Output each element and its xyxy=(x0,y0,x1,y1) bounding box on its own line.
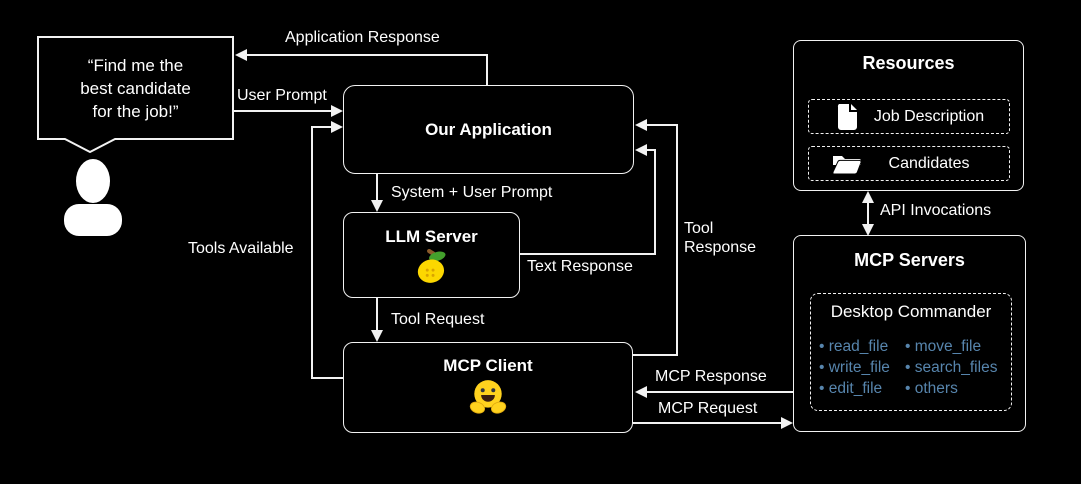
llm-server-title: LLM Server xyxy=(385,227,478,246)
arrowhead-tools-available xyxy=(331,121,343,133)
node-mcp-servers: MCP Servers Desktop Commander read_file … xyxy=(793,235,1026,432)
tool-item-read-file: read_file xyxy=(819,336,890,357)
resources-title: Resources xyxy=(862,53,955,73)
edge-tools-available-bottom xyxy=(311,377,343,379)
desktop-commander-title: Desktop Commander xyxy=(830,302,992,321)
arrowhead-mcp-request xyxy=(781,417,793,429)
edge-tool-response-h1 xyxy=(633,354,678,356)
edge-text-response-h2 xyxy=(646,149,656,151)
label-api-invocations: API Invocations xyxy=(880,202,992,219)
speech-bubble-text: “Find me the best candidate for the job!… xyxy=(80,55,191,121)
mcp-client-title: MCP Client xyxy=(443,356,533,375)
label-mcp-response: MCP Response xyxy=(655,368,767,385)
edge-text-response-vertical xyxy=(654,149,656,255)
open-folder-icon xyxy=(831,151,863,176)
label-mcp-request: MCP Request xyxy=(658,400,758,417)
resource-item-job-description: Job Description xyxy=(808,99,1010,134)
arrowhead-user-prompt xyxy=(331,105,343,117)
tool-item-write-file: write_file xyxy=(819,357,890,378)
arrowhead-api-invocations-up xyxy=(862,191,874,203)
arrowhead-application-response xyxy=(235,49,247,61)
edge-api-invocations xyxy=(867,200,869,227)
label-tools-available: Tools Available xyxy=(188,240,294,257)
edge-application-response-vertical xyxy=(486,54,488,86)
edge-text-response-h1 xyxy=(520,253,656,255)
arrowhead-mcp-response xyxy=(635,386,647,398)
edge-tool-response-h2 xyxy=(646,124,678,126)
edge-tool-request xyxy=(376,298,378,330)
node-mcp-client: MCP Client xyxy=(343,342,633,433)
tool-list-column-1: read_file write_file edit_file xyxy=(819,336,890,399)
edge-user-prompt xyxy=(234,110,332,112)
edge-application-response-horizontal xyxy=(246,54,488,56)
our-application-title: Our Application xyxy=(425,119,552,139)
edge-system-user-prompt xyxy=(376,174,378,202)
edge-mcp-request xyxy=(633,422,782,424)
label-user-prompt: User Prompt xyxy=(237,87,327,104)
node-our-application: Our Application xyxy=(343,85,634,174)
label-tool-request: Tool Request xyxy=(391,311,485,328)
edge-tool-response-vertical xyxy=(676,124,678,356)
node-llm-server: LLM Server xyxy=(343,212,520,298)
speech-bubble: “Find me the best candidate for the job!… xyxy=(37,36,234,140)
arrowhead-system-user-prompt xyxy=(371,200,383,212)
tool-list-column-2: move_file search_files others xyxy=(905,336,998,399)
tool-item-search-files: search_files xyxy=(905,357,998,378)
arrowhead-api-invocations-down xyxy=(862,224,874,236)
tool-item-edit-file: edit_file xyxy=(819,378,890,399)
lemon-icon xyxy=(417,249,445,283)
label-application-response: Application Response xyxy=(285,29,440,46)
mcp-servers-title: MCP Servers xyxy=(854,250,965,270)
hugging-face-icon xyxy=(469,380,507,414)
arrowhead-tool-request xyxy=(371,330,383,342)
node-resources: Resources Job Description Candidates xyxy=(793,40,1024,191)
person-silhouette-icon xyxy=(64,159,122,236)
arrowhead-text-response xyxy=(635,144,647,156)
edge-mcp-response xyxy=(646,391,793,393)
tool-item-others: others xyxy=(905,378,997,399)
tool-item-move-file: move_file xyxy=(905,336,997,357)
label-system-user-prompt: System + User Prompt xyxy=(391,184,553,201)
speech-bubble-tail xyxy=(62,138,118,153)
edge-tools-available-top xyxy=(311,126,332,128)
arrowhead-tool-response xyxy=(635,119,647,131)
document-icon xyxy=(831,103,863,131)
label-tool-response: Tool Response xyxy=(684,220,757,256)
edge-tools-available-vertical xyxy=(311,126,313,379)
resource-label: Job Description xyxy=(873,107,985,125)
desktop-commander-group: Desktop Commander read_file write_file e… xyxy=(810,293,1012,411)
resource-item-candidates: Candidates xyxy=(808,146,1010,181)
label-text-response: Text Response xyxy=(527,258,633,275)
resource-label: Candidates xyxy=(888,154,970,172)
